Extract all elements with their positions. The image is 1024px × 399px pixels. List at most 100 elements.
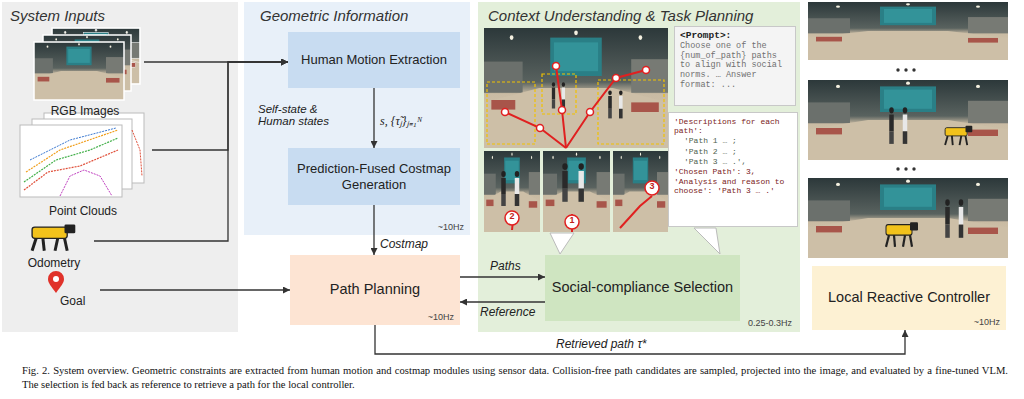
input-item: Odometry (14, 216, 94, 270)
input-label: Odometry (14, 256, 94, 270)
rgb-image-stack (34, 28, 140, 100)
box-label: Prediction-Fused Costmap Generation (291, 161, 457, 192)
crop-images (484, 151, 540, 232)
rate-label: ~10Hz (438, 222, 464, 232)
goal-pin (48, 271, 64, 293)
callout-number: 1 (565, 215, 579, 229)
crop-images (484, 151, 668, 232)
panel-title: Context Understanding & Task Planning (488, 7, 753, 24)
connector-arrow (94, 62, 288, 241)
point-cloud-stack (30, 128, 116, 160)
module-panel: Context Understanding & Task Planning 0.2… (478, 2, 800, 332)
scene-image (484, 28, 668, 148)
connector-arrow (100, 289, 290, 290)
robot-photos (808, 2, 1008, 258)
output-key: 'Descriptions for each path': (674, 117, 792, 135)
connector-arrow (460, 276, 545, 277)
prompt-body: Choose one of the {num_of_path} paths to… (680, 42, 790, 91)
output-key: 'Chosen Path': 3, (674, 167, 792, 176)
robot-photos (886, 222, 918, 247)
crop-images (543, 151, 610, 232)
rgb-image-stack (34, 42, 124, 100)
robot-photos (912, 167, 915, 170)
scene-image (559, 107, 566, 114)
scene-image (587, 109, 594, 116)
robot-photos (912, 68, 915, 71)
crop-images (505, 211, 519, 225)
process-box: Local Reactive Controller ~10Hz (812, 266, 1006, 330)
scene-image (608, 90, 622, 118)
robot-icon (32, 225, 75, 251)
point-cloud-stack (24, 138, 118, 182)
process-box: Prediction-Fused Costmap Generation (288, 148, 460, 205)
point-cloud-stack (132, 130, 142, 176)
input-panel: System InputsRGB ImagesPoint CloudsOdome… (2, 2, 238, 332)
scene-image (487, 82, 535, 144)
output-key: 'Analysis and reason to choose': 'Path 3… (674, 177, 792, 195)
scene-image (566, 70, 646, 148)
robot-photos (904, 167, 907, 170)
callout-number: 2 (505, 211, 519, 225)
input-item: Point Clouds (14, 110, 152, 218)
robot-photos (904, 68, 907, 71)
input-item: RGB Images (26, 26, 144, 118)
point-cloud-stack (20, 113, 144, 197)
robot-photos (808, 80, 1008, 160)
connector-arrow (373, 88, 374, 148)
edge-label: Self-state & Human states (258, 103, 340, 127)
figure-caption: Fig. 2. System overview. Geometric const… (22, 364, 1008, 391)
formula-label: s, {τ̃ⱼ}ⱼ₌₁ᴺ (380, 112, 422, 129)
robot-photos (808, 178, 1008, 258)
robot-photos (889, 107, 907, 144)
goal-pin (53, 276, 59, 282)
point-cloud-stack (20, 125, 122, 197)
crop-images (645, 181, 659, 195)
input-label: Goal (60, 294, 85, 308)
scene-image (553, 63, 560, 70)
scene-image (505, 112, 566, 148)
robot-photos (896, 68, 899, 71)
speech-tail (550, 228, 720, 254)
crop-images (620, 196, 652, 228)
scene-image (537, 125, 544, 132)
crop-images (562, 163, 584, 202)
box-label: Local Reactive Controller (828, 289, 990, 306)
scene-image (502, 109, 509, 116)
scene-image (643, 67, 650, 74)
scene-image (484, 28, 668, 148)
input-label: RGB Images (26, 104, 144, 118)
output-value: 'Path 1 … ; (674, 136, 792, 145)
crop-images (613, 151, 668, 232)
prompt-box: <Prompt>:Choose one of the {num_of_path}… (674, 26, 796, 106)
connector-arrow (373, 205, 374, 255)
robot-photos (896, 167, 899, 170)
input-label: Point Clouds (14, 204, 152, 218)
rgb-image-stack (34, 42, 124, 100)
panel-title: System Inputs (10, 7, 105, 24)
panel-title: Geometric Information (260, 7, 408, 24)
rate-label: ~10Hz (974, 317, 1000, 327)
rate-label: ~10Hz (428, 312, 454, 322)
panel-ground (478, 2, 800, 332)
prompt-head: <Prompt>: (680, 31, 790, 42)
connector-arrow (460, 301, 545, 302)
edge-label: Paths (490, 259, 521, 273)
process-box: Path Planning~10Hz (290, 255, 460, 325)
rate-label: 0.25-0.3Hz (748, 318, 792, 328)
robot-photos (945, 126, 972, 145)
edge-label: Retrieved path τ* (556, 337, 647, 351)
panel-ground (244, 2, 470, 235)
output-value: 'Path 3 … .', (674, 157, 792, 166)
goal-pin (48, 271, 64, 293)
scene-image (613, 75, 620, 82)
speech-tail (550, 233, 574, 254)
input-item: Goal (40, 272, 100, 308)
process-box: Human Motion Extraction (288, 32, 460, 88)
panel-ground (2, 2, 238, 332)
crop-images (501, 171, 519, 206)
point-cloud-stack (26, 130, 118, 172)
crop-images (565, 215, 579, 229)
robot-photos (945, 199, 963, 238)
